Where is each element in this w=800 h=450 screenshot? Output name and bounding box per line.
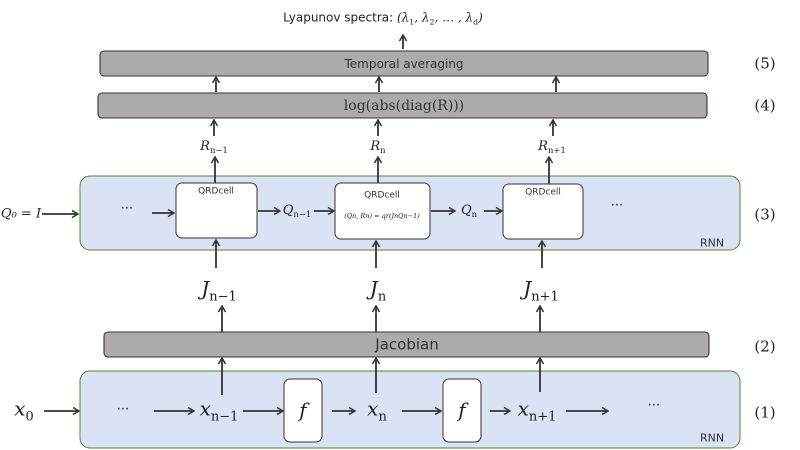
rnn-label: RNN bbox=[699, 236, 725, 250]
r-label: Rn bbox=[370, 140, 385, 154]
label-base: x bbox=[517, 396, 529, 421]
rnn-label: RNN bbox=[699, 431, 725, 445]
step-number-2: (2) bbox=[754, 337, 776, 356]
q-prev-label: Qn−1 bbox=[283, 204, 312, 218]
label-base: R bbox=[200, 138, 210, 154]
formula-sub: d bbox=[473, 17, 479, 27]
step-number-1: (1) bbox=[754, 403, 776, 422]
label-base: J bbox=[523, 276, 532, 301]
label-sub: n bbox=[471, 208, 478, 219]
formula-sub: 1 bbox=[409, 17, 415, 27]
label-base: x bbox=[367, 396, 379, 421]
label-base: x bbox=[199, 396, 211, 421]
f-box-1 bbox=[283, 378, 323, 443]
x-prev-label: xn−1 bbox=[200, 399, 239, 424]
r-label: Rn+1 bbox=[538, 140, 566, 154]
j-label: Jn−1 bbox=[201, 279, 237, 304]
q0-label: Q₀ = I bbox=[0, 206, 42, 222]
step-number-3: (3) bbox=[754, 205, 776, 224]
label-base: R bbox=[370, 138, 381, 154]
ellipsis: ··· bbox=[116, 402, 130, 418]
ellipsis: ··· bbox=[120, 201, 134, 217]
x0-label: x0 bbox=[14, 399, 34, 424]
r-label: Rn−1 bbox=[200, 140, 228, 154]
step-number-5: (5) bbox=[754, 54, 776, 73]
temporal-averaging-label: Temporal averaging bbox=[344, 57, 464, 71]
label-sub: n bbox=[380, 144, 386, 155]
ellipsis: ··· bbox=[610, 198, 624, 214]
label-base: Q bbox=[282, 202, 294, 218]
formula-part: (λ bbox=[396, 10, 410, 25]
jacobian-label: Jacobian bbox=[375, 335, 439, 354]
f-label: f bbox=[458, 398, 466, 422]
state-rnn-box bbox=[79, 370, 741, 449]
temporal-averaging-box bbox=[99, 50, 709, 77]
log-diag-label: log(abs(diag(R))) bbox=[344, 99, 464, 113]
label-base: x bbox=[14, 396, 26, 421]
formula-part: , … , λ bbox=[434, 10, 474, 25]
label-sub: n−1 bbox=[210, 409, 239, 425]
j-label: Jn bbox=[370, 279, 386, 304]
lyapunov-spectra-label: Lyapunov spectra: (λ1, λ2, … , λd) bbox=[283, 12, 483, 27]
q-n-label: Qn bbox=[461, 204, 477, 218]
lyapunov-formula: (λ1, λ2, … , λd) bbox=[396, 10, 483, 27]
label-base: Q bbox=[460, 202, 472, 218]
x-n-label: xn bbox=[367, 399, 387, 424]
label-sub: n+1 bbox=[528, 409, 557, 425]
qrd-cell-label: QRDcell bbox=[364, 190, 400, 201]
qrd-cell-2 bbox=[334, 182, 431, 240]
output-label-text: Lyapunov spectra: bbox=[283, 10, 397, 25]
f-label: f bbox=[299, 398, 307, 422]
x-next-label: xn+1 bbox=[518, 399, 557, 424]
qrd-cell-3 bbox=[502, 183, 584, 240]
label-base: J bbox=[369, 276, 378, 301]
label-sub: n−1 bbox=[293, 208, 312, 219]
label-sub: 0 bbox=[25, 409, 34, 425]
j-label: Jn+1 bbox=[523, 279, 559, 304]
label-sub: n+1 bbox=[547, 144, 566, 155]
label-sub: n−1 bbox=[209, 144, 228, 155]
qrd-cell-label: QRDcell bbox=[525, 187, 561, 198]
formula-sub: 2 bbox=[429, 17, 435, 27]
formula-part: ) bbox=[478, 10, 483, 25]
log-text-close: ) bbox=[458, 98, 465, 114]
ellipsis: ··· bbox=[647, 398, 661, 414]
label-sub: n bbox=[378, 409, 387, 425]
label-sub: n−1 bbox=[209, 289, 237, 305]
label-base: J bbox=[201, 276, 210, 301]
qrd-cell-label: QRDcell bbox=[198, 186, 234, 197]
qr-formula: (Qn, Rn) = qr(JnQn−1) bbox=[344, 211, 420, 220]
label-base: R bbox=[538, 138, 548, 154]
f-box-2 bbox=[442, 378, 482, 443]
log-diag-box bbox=[97, 92, 708, 119]
step-number-4: (4) bbox=[754, 96, 776, 115]
log-text: log(abs(diag(R)) bbox=[343, 98, 459, 114]
label-sub: n bbox=[377, 289, 387, 305]
jacobian-box bbox=[103, 331, 710, 358]
formula-part: , λ bbox=[414, 10, 430, 25]
label-sub: n+1 bbox=[531, 289, 559, 305]
qrd-cell-1 bbox=[175, 182, 258, 239]
